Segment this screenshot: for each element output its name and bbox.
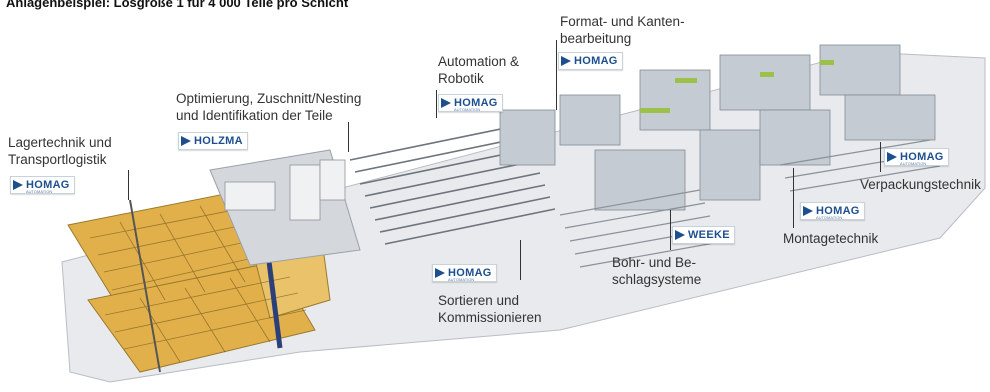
homag-mark-icon — [13, 180, 23, 190]
logo-sub: AUTOMATION — [900, 161, 927, 166]
label-lager: Lagertechnik und Transportlogistik — [8, 134, 112, 168]
leader-line-robotik — [436, 90, 437, 118]
label-robotik: Automation & Robotik — [438, 53, 519, 87]
leader-line-zuschnitt — [348, 122, 349, 152]
logo-sub: AUTOMATION — [454, 107, 481, 112]
logo-brand: HOMAG — [900, 151, 944, 163]
logo-brand: HOMAG — [816, 205, 860, 217]
sorting-conveyors — [349, 124, 556, 245]
homag-logo-robotik: HOMAG AUTOMATION — [438, 94, 503, 112]
homag-mark-icon — [441, 98, 451, 108]
leader-line-verpackung — [880, 142, 881, 172]
leader-line-lager — [128, 170, 129, 200]
holzma-logo: HOLZMA — [178, 132, 248, 150]
label-montage: Montagetechnik — [783, 230, 878, 247]
machining-cells — [499, 44, 936, 211]
label-format-line1: Format- und Kanten- — [560, 14, 685, 29]
logo-brand: HOLZMA — [194, 135, 243, 147]
label-sortieren-line1: Sortieren und — [438, 293, 520, 308]
weeke-mark-icon — [675, 230, 685, 240]
label-format: Format- und Kanten- bearbeitung — [560, 13, 685, 47]
weeke-logo: WEEKE — [672, 226, 735, 244]
label-lager-line2: Transportlogistik — [8, 152, 107, 167]
homag-mark-icon — [561, 56, 571, 66]
logo-sub: AUTOMATION — [448, 277, 475, 282]
logo-brand: HOMAG — [454, 97, 498, 109]
homag-mark-icon — [887, 152, 897, 162]
logo-brand: HOMAG — [26, 179, 70, 191]
homag-logo-montage: HOMAG AUTOMATION — [800, 202, 865, 220]
logo-brand: HOMAG — [448, 267, 492, 279]
label-zuschnitt-line2: und Identifikation der Teile — [176, 108, 333, 123]
label-bohr: Bohr- und Be- schlagsysteme — [612, 254, 701, 288]
label-lager-line1: Lagertechnik und — [8, 135, 112, 150]
logo-brand: HOMAG — [574, 55, 618, 67]
homag-logo-format: HOMAG — [558, 52, 623, 70]
label-verpackung: Verpackungstechnik — [860, 176, 981, 193]
drilling-lines — [559, 139, 941, 268]
label-robotik-line1: Automation & — [438, 54, 520, 69]
logo-sub: AUTOMATION — [816, 215, 843, 220]
edge-banding-conveyor — [640, 60, 834, 113]
leader-line-format — [556, 40, 557, 110]
label-montage-line1: Montagetechnik — [783, 231, 879, 246]
label-sortieren: Sortieren und Kommissionieren — [438, 292, 542, 326]
label-sortieren-line2: Kommissionieren — [438, 310, 542, 325]
label-zuschnitt-line1: Optimierung, Zuschnitt/Nesting — [176, 91, 362, 106]
label-robotik-line2: Robotik — [438, 71, 484, 86]
label-zuschnitt: Optimierung, Zuschnitt/Nesting und Ident… — [176, 90, 361, 124]
holzma-mark-icon — [181, 136, 191, 146]
label-format-line2: bearbeitung — [560, 31, 632, 46]
homag-logo-lager: HOMAG AUTOMATION — [10, 176, 75, 194]
homag-mark-icon — [435, 268, 445, 278]
leader-line-sortieren — [520, 240, 521, 280]
label-verpackung-line1: Verpackungstechnik — [860, 177, 981, 192]
label-bohr-line1: Bohr- und Be- — [612, 255, 697, 270]
logo-brand: WEEKE — [688, 229, 730, 241]
crane-rail — [129, 199, 161, 373]
homag-logo-verpackung: HOMAG AUTOMATION — [884, 148, 949, 166]
label-bohr-line2: schlagsysteme — [612, 272, 702, 287]
homag-logo-sortieren: HOMAG AUTOMATION — [432, 264, 497, 282]
leader-line-montage — [793, 168, 794, 228]
homag-mark-icon — [803, 206, 813, 216]
page-title: Anlagenbeispiel: Losgröße 1 für 4 000 Te… — [6, 0, 349, 10]
leader-line-bohr — [670, 210, 671, 250]
logo-sub: AUTOMATION — [26, 189, 53, 194]
